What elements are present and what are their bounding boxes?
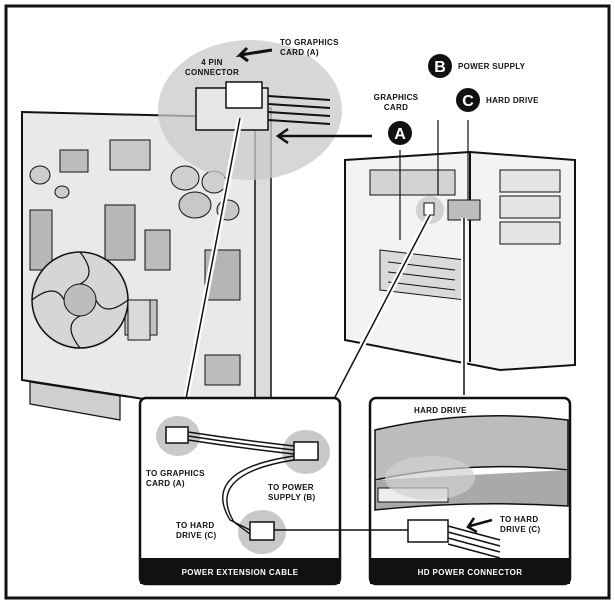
badge-b-label: B (434, 59, 446, 76)
cable-to-gc-l1: TO GRAPHICS (146, 469, 205, 478)
panel-hd-power-connector: HD POWER CONNECTOR HARD DRIVE TO HARD DR… (368, 396, 572, 586)
arrow-graphics-card (275, 127, 372, 145)
cable-to-hd-l2: DRIVE (C) (176, 531, 217, 540)
label-hard-drive-top: HARD DRIVE (486, 96, 539, 105)
panel-hd-power-connector-title: HD POWER CONNECTOR (418, 568, 523, 577)
label-to-gc-l1: TO GRAPHICS (280, 38, 339, 47)
label-to-gc-l2: CARD (A) (280, 48, 319, 57)
arrow-hd-connector (466, 517, 493, 534)
badge-c: C (456, 88, 480, 112)
graphics-card (21, 107, 272, 421)
hdpc-to-hd-l2: DRIVE (C) (500, 525, 541, 534)
hdpc-hard-drive-label: HARD DRIVE (414, 406, 467, 415)
badge-c-label: C (462, 93, 474, 110)
cable-to-hd-l1: TO HARD (176, 521, 214, 530)
badge-b: B (428, 54, 452, 78)
label-four-pin-l1: 4 PIN (201, 58, 223, 67)
four-pin-connector (195, 81, 331, 131)
cable-to-ps-l2: SUPPLY (B) (268, 493, 315, 502)
cable-to-ps-l1: TO POWER (268, 483, 314, 492)
hdpc-to-hd-l1: TO HARD (500, 515, 538, 524)
panel-power-extension-cable-title: POWER EXTENSION CABLE (182, 568, 299, 577)
cable-to-gc-l2: CARD (A) (146, 479, 185, 488)
label-gc-l1: GRAPHICS (374, 93, 419, 102)
arrow-to-graphics-card (235, 46, 273, 63)
panel-power-extension-cable: POWER EXTENSION CABLE TO GRAPHICS CARD (… (138, 396, 342, 586)
label-power-supply: POWER SUPPLY (458, 62, 526, 71)
badge-a-label: A (394, 126, 406, 143)
badge-a: A (388, 121, 412, 145)
label-four-pin-l2: CONNECTOR (185, 68, 239, 77)
label-gc-l2: CARD (384, 103, 408, 112)
computer-case (344, 150, 576, 372)
